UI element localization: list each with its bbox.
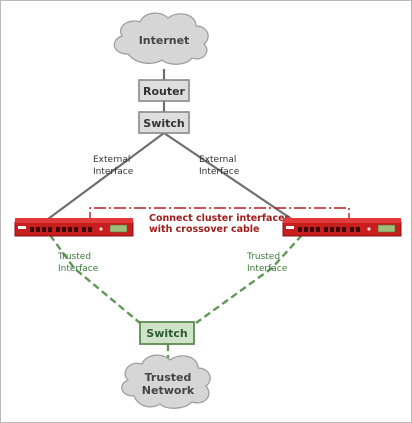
bottom-switch: Switch [139,321,195,345]
crossover-cable [89,207,350,224]
bottom-switch-label: Switch [146,327,187,340]
router-label: Router [143,85,186,98]
cluster-note-line2: with crossover cable [149,224,260,235]
firewall-right-logo [286,226,294,229]
firewall-left-ports [30,227,92,232]
external-interface-label-left: External Interface [93,155,134,177]
external-right-line1: External [199,155,236,165]
firewall-right-ports [298,227,360,232]
trusted-left-line1: Trusted [57,252,91,262]
crossover-cable-label: Connect cluster interfaces with crossove… [149,213,294,235]
bottom-switch-box [139,321,195,345]
firewall-right-led [367,227,371,231]
trusted-network-cloud: Trusted Network [121,354,211,409]
external-link-left [43,132,165,223]
trusted-link-right [195,234,303,324]
external-interface-label-right: External Interface [199,155,240,177]
firewall-left-lcd [109,224,128,233]
top-switch: Switch [138,111,190,134]
top-switch-box [138,111,190,134]
router: Router [138,79,190,102]
internet-cloud: Internet [113,12,209,65]
trusted-network-label-line1: Trusted [145,371,192,384]
firewall-left-led [99,227,103,231]
trusted-interface-label-right: Trusted Interface [246,252,288,274]
firewall-right-lcd [377,224,396,233]
external-left-line2: Interface [93,167,134,177]
firewall-left-top [15,218,133,223]
firewall-left [14,218,134,237]
firewall-right [282,218,402,237]
cloud-shape-top [113,12,209,65]
router-box [138,79,190,102]
firewall-left-logo [18,226,26,229]
trusted-link-left [49,234,141,324]
cloud-shape-bottom [121,354,211,409]
external-right-line2: Interface [199,167,240,177]
top-switch-label: Switch [143,117,184,130]
trusted-left-line2: Interface [58,264,99,274]
internet-label: Internet [139,34,190,47]
trusted-right-line2: Interface [247,264,288,274]
trusted-network-label-line2: Network [142,384,195,397]
external-link-right [163,132,297,223]
trusted-interface-label-left: Trusted Interface [57,252,99,274]
external-left-line1: External [93,155,130,165]
firewall-right-top [283,218,401,223]
cluster-note-line1: Connect cluster interfaces [149,213,291,224]
trusted-right-line1: Trusted [246,252,280,262]
